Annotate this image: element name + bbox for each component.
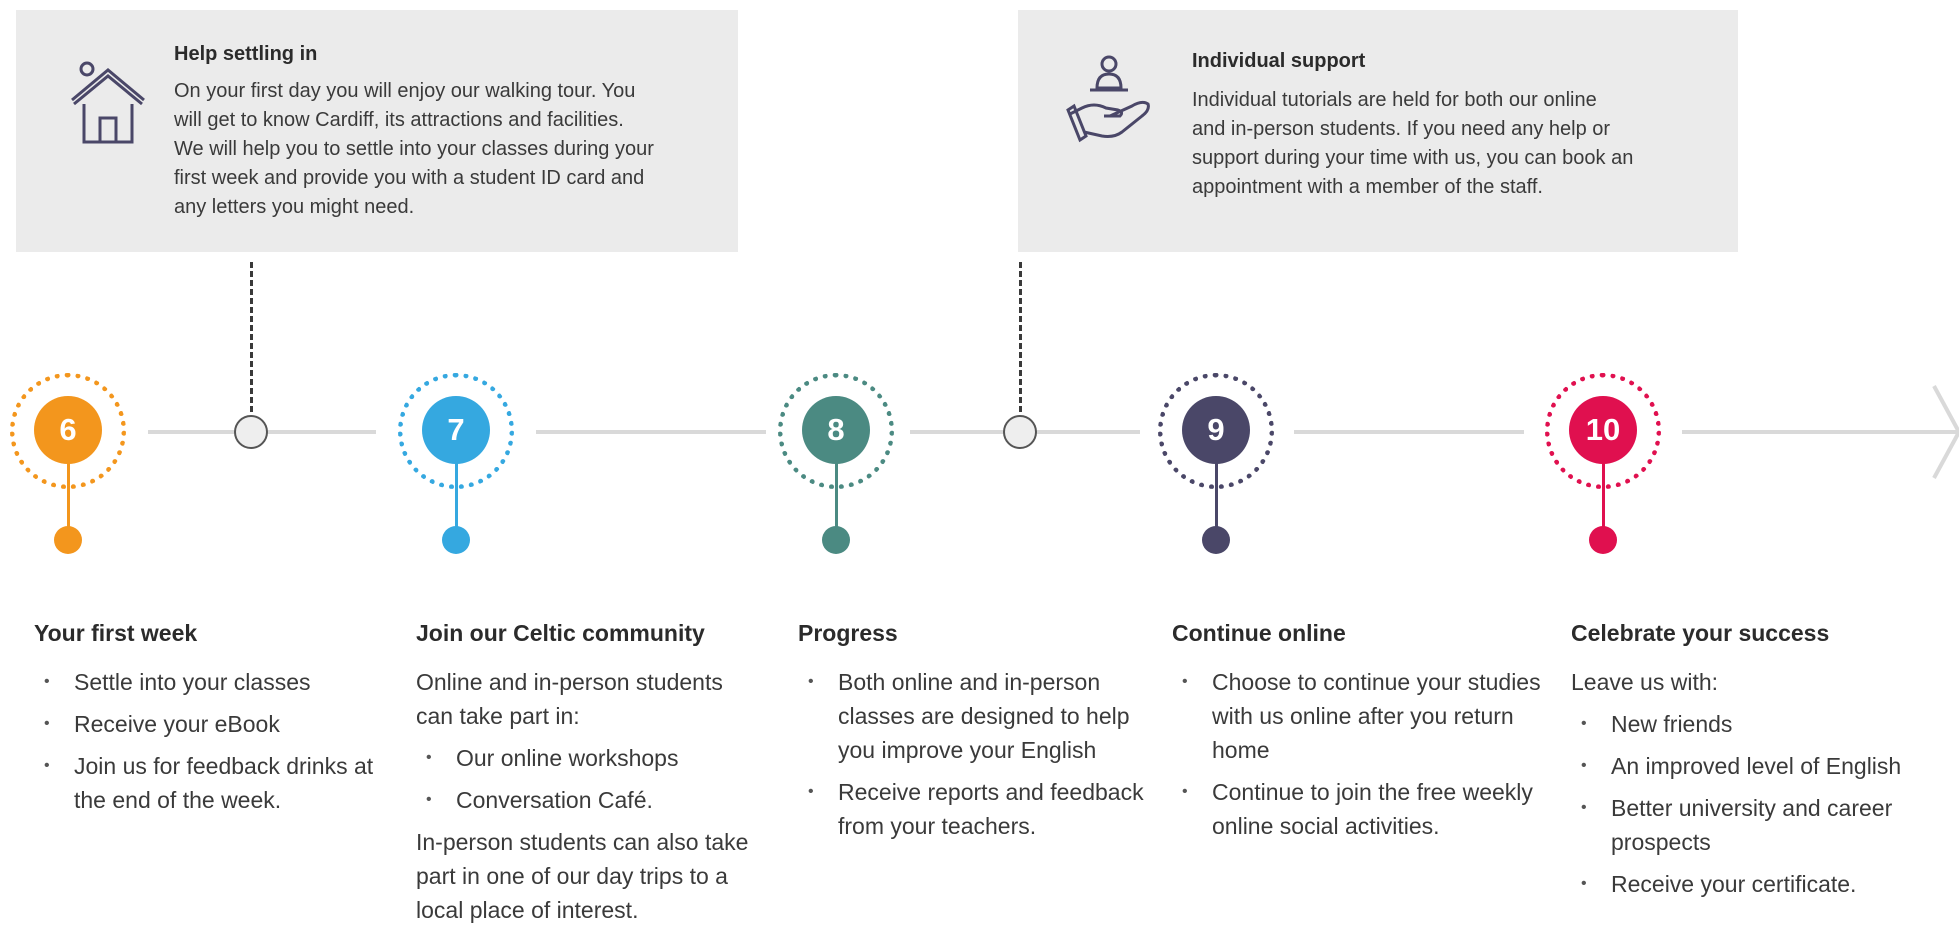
column-community: Join our Celtic community Online and in-… <box>416 620 766 927</box>
column-list: Settle into your classes Receive your eB… <box>34 665 374 817</box>
column-online: Continue online Choose to continue your … <box>1172 620 1542 851</box>
step-dot <box>822 526 850 554</box>
step-number-8: 8 <box>802 396 870 464</box>
step-stem <box>67 462 70 532</box>
individual-support-text: Individual tutorials are held for both o… <box>1192 89 1634 198</box>
help-settling-text: On your first day you will enjoy our wal… <box>174 80 654 218</box>
column-list: New friends An improved level of English… <box>1571 707 1951 901</box>
individual-support-title: Individual support <box>1192 50 1366 72</box>
list-item: An improved level of English <box>1571 749 1951 783</box>
column-progress: Progress Both online and in-person class… <box>798 620 1148 851</box>
column-list: Choose to continue your studies with us … <box>1172 665 1542 843</box>
list-item: Receive your eBook <box>34 707 374 741</box>
list-item: New friends <box>1571 707 1951 741</box>
timeline-segment <box>1682 430 1959 434</box>
step-stem <box>835 462 838 532</box>
support-connector <box>1019 262 1022 412</box>
list-item: Settle into your classes <box>34 665 374 699</box>
timeline-marker <box>1003 415 1037 449</box>
hand-person-icon <box>1066 55 1150 143</box>
column-heading: Progress <box>798 620 898 646</box>
timeline-marker <box>234 415 268 449</box>
column-success: Celebrate your success Leave us with: Ne… <box>1571 620 1951 909</box>
step-stem <box>1602 462 1605 532</box>
column-intro: Leave us with: <box>1571 669 1719 695</box>
list-item: Both online and in-person classes are de… <box>798 665 1148 767</box>
step-number-6: 6 <box>34 396 102 464</box>
column-intro: Online and in-person students can take p… <box>416 669 723 729</box>
list-item: Join us for feedback drinks at the end o… <box>34 749 374 817</box>
step-stem <box>1215 462 1218 532</box>
list-item: Choose to continue your studies with us … <box>1172 665 1542 767</box>
column-heading: Your first week <box>34 620 198 646</box>
column-list: Our online workshops Conversation Café. <box>416 741 766 817</box>
timeline-segment <box>536 430 766 434</box>
list-item: Continue to join the free weekly online … <box>1172 775 1542 843</box>
house-icon <box>71 61 145 144</box>
column-first-week: Your first week Settle into your classes… <box>34 620 374 825</box>
column-list: Both online and in-person classes are de… <box>798 665 1148 843</box>
settling-connector <box>250 262 253 412</box>
help-settling-box: Help settling in On your first day you w… <box>16 10 738 252</box>
column-heading: Celebrate your success <box>1571 620 1830 646</box>
individual-support-box: Individual support Individual tutorials … <box>1018 10 1738 252</box>
help-settling-title: Help settling in <box>174 43 318 65</box>
step-stem <box>455 462 458 532</box>
timeline-segment <box>1294 430 1524 434</box>
list-item: Receive reports and feedback from your t… <box>798 775 1148 843</box>
column-heading: Join our Celtic community <box>416 620 705 646</box>
list-item: Conversation Café. <box>416 783 766 817</box>
list-item: Our online workshops <box>416 741 766 775</box>
step-dot <box>54 526 82 554</box>
step-number-10: 10 <box>1569 396 1637 464</box>
column-heading: Continue online <box>1172 620 1346 646</box>
step-number-7: 7 <box>422 396 490 464</box>
timeline-arrow-icon <box>1932 385 1959 479</box>
list-item: Better university and career prospects <box>1571 791 1951 859</box>
step-dot <box>1589 526 1617 554</box>
step-dot <box>1202 526 1230 554</box>
list-item: Receive your certificate. <box>1571 867 1951 901</box>
step-number-9: 9 <box>1182 396 1250 464</box>
column-outro: In-person students can also take part in… <box>416 829 749 923</box>
step-dot <box>442 526 470 554</box>
